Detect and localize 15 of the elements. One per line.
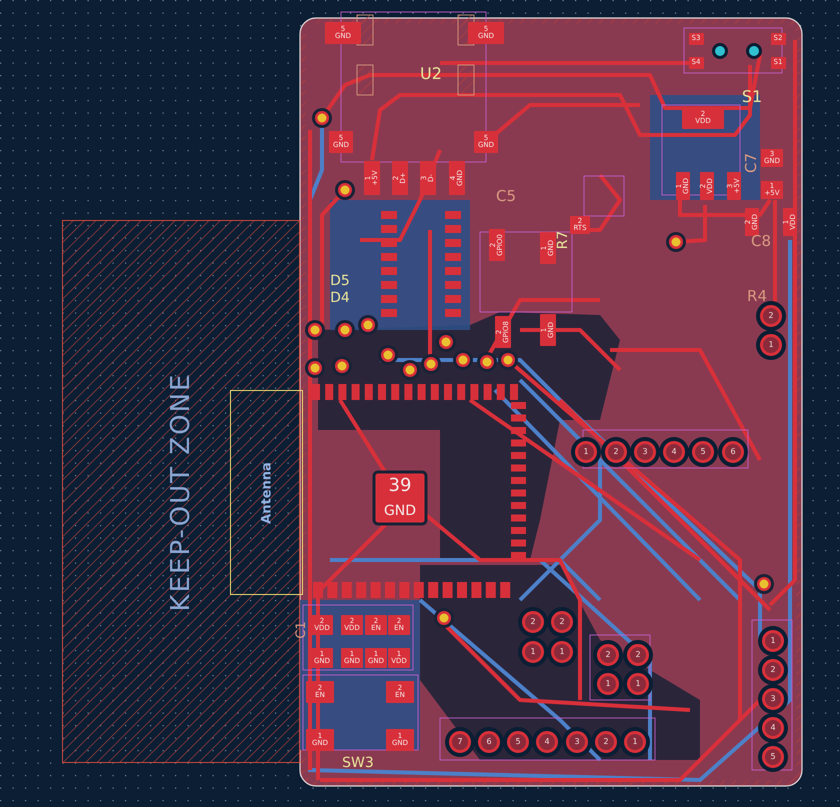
pad-label: 39 [388, 475, 412, 497]
reference-designator: S1 [740, 87, 764, 107]
reference-designator: D5 [329, 273, 351, 289]
reference-designator: R4 [746, 288, 768, 306]
pad-label: GND [382, 502, 418, 520]
antenna-area [230, 390, 303, 595]
reference-designator: SW3 [341, 754, 375, 772]
reference-designator: R7 [555, 230, 571, 252]
reference-designator: C5 [494, 187, 518, 207]
antenna-label: Antenna [259, 462, 274, 524]
reference-designator: D4 [329, 290, 351, 306]
reference-designator: C1 [295, 620, 309, 641]
reference-designator: C7 [742, 152, 762, 176]
reference-designator: U2 [419, 64, 443, 84]
zone-label: KEEP-OUT ZONE [166, 372, 196, 611]
